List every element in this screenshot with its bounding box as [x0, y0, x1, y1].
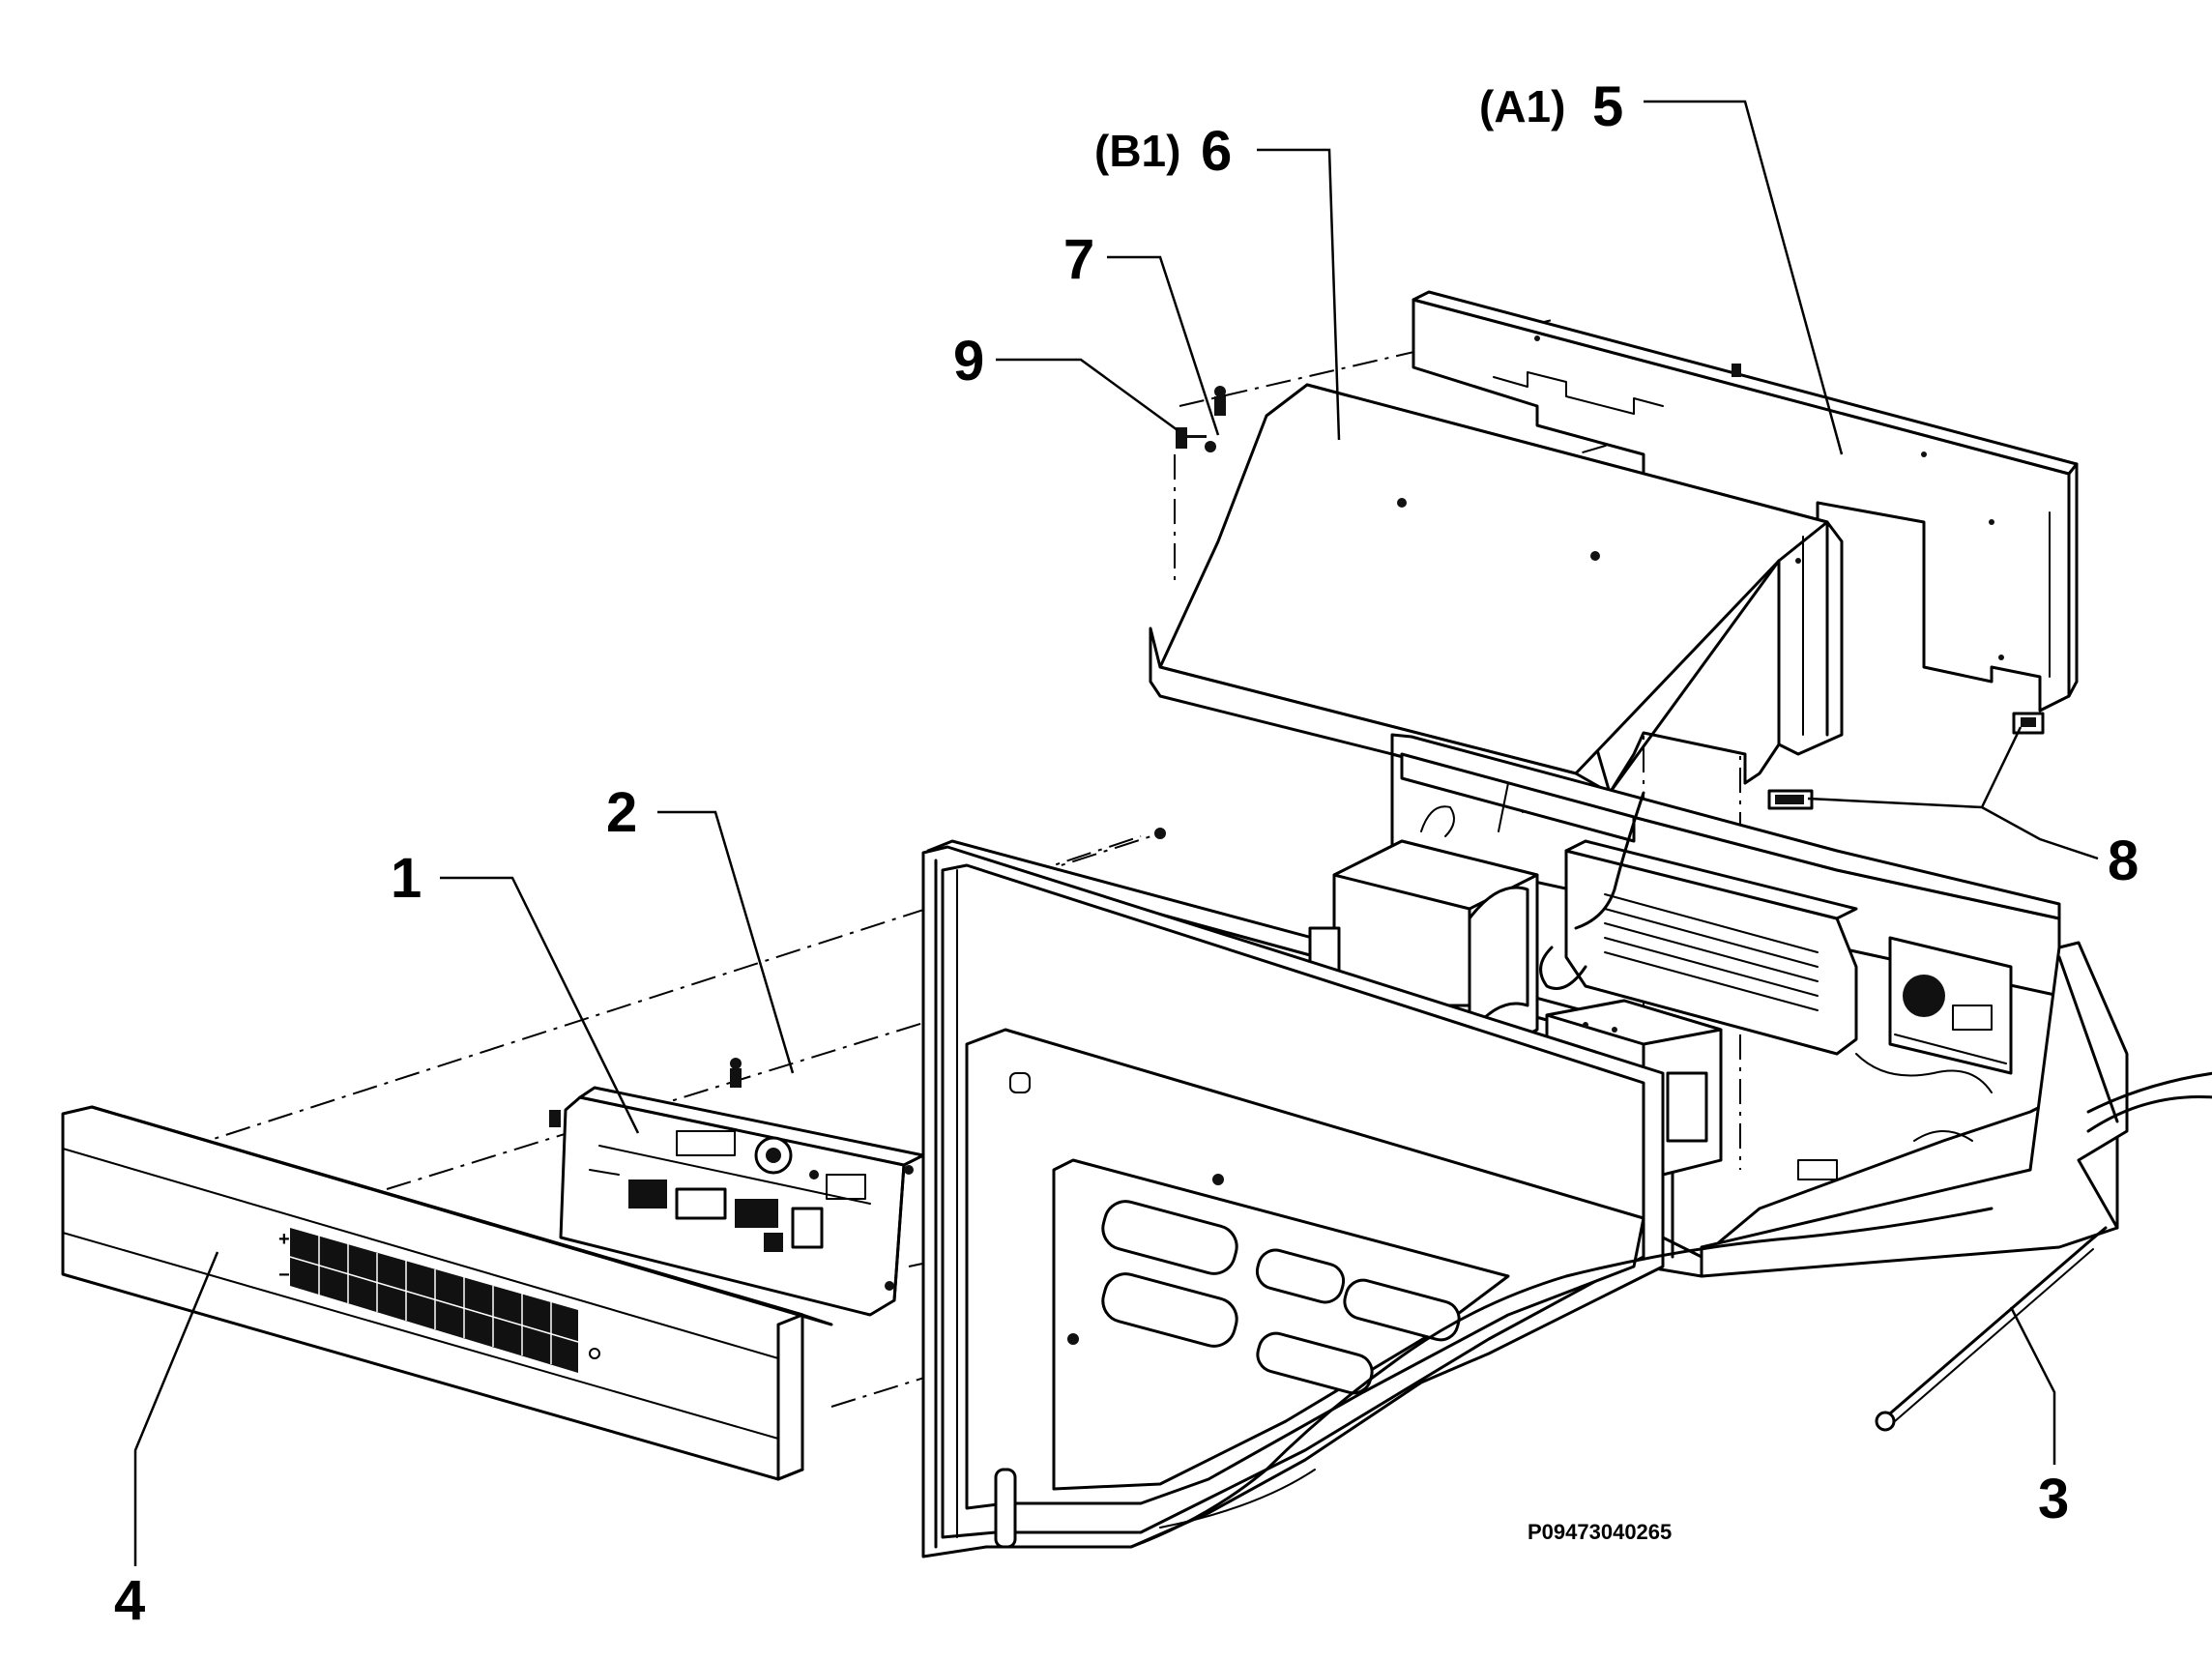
right-control-board — [1888, 936, 2013, 1075]
callout-3: 3 — [2038, 1468, 2069, 1530]
hood-deflector — [1149, 383, 1844, 804]
leader-lines — [133, 100, 2099, 1566]
callout-5: 5 — [1592, 75, 1623, 138]
callout-labels: 1 2 3 4 5 (A1) 6 (B1) 7 9 8 P09473040265 — [114, 75, 2139, 1632]
panel-plus-mark: + — [278, 1229, 290, 1250]
screws — [1176, 386, 1226, 452]
control-panel-fascia: + − — [61, 1105, 833, 1481]
drawing-code: P09473040265 — [1528, 1520, 1672, 1544]
temperature-sensor — [1875, 1226, 2108, 1432]
touch-keypad — [290, 1228, 578, 1373]
oven-front-frame — [921, 845, 1994, 1558]
electronic-control-board — [549, 828, 1224, 1345]
keypad-divisions — [289, 1236, 579, 1364]
callout-7: 7 — [1063, 228, 1094, 291]
fan-fins — [1604, 893, 1819, 1011]
cooling-fan-duct — [1539, 839, 1858, 1056]
callout-8: 8 — [2108, 830, 2139, 892]
callout-4: 4 — [114, 1569, 145, 1632]
callout-6-ref: (B1) — [1094, 126, 1180, 176]
wire-harness — [1574, 791, 2212, 1180]
callout-9: 9 — [953, 330, 984, 393]
cavity-ribs — [1101, 1200, 1461, 1395]
panel-minus-mark: − — [278, 1265, 290, 1286]
callout-2: 2 — [606, 781, 637, 844]
callout-5-ref: (A1) — [1479, 81, 1565, 131]
callout-6: 6 — [1201, 120, 1232, 183]
pcb-components — [589, 1130, 871, 1252]
callout-1: 1 — [391, 847, 422, 910]
